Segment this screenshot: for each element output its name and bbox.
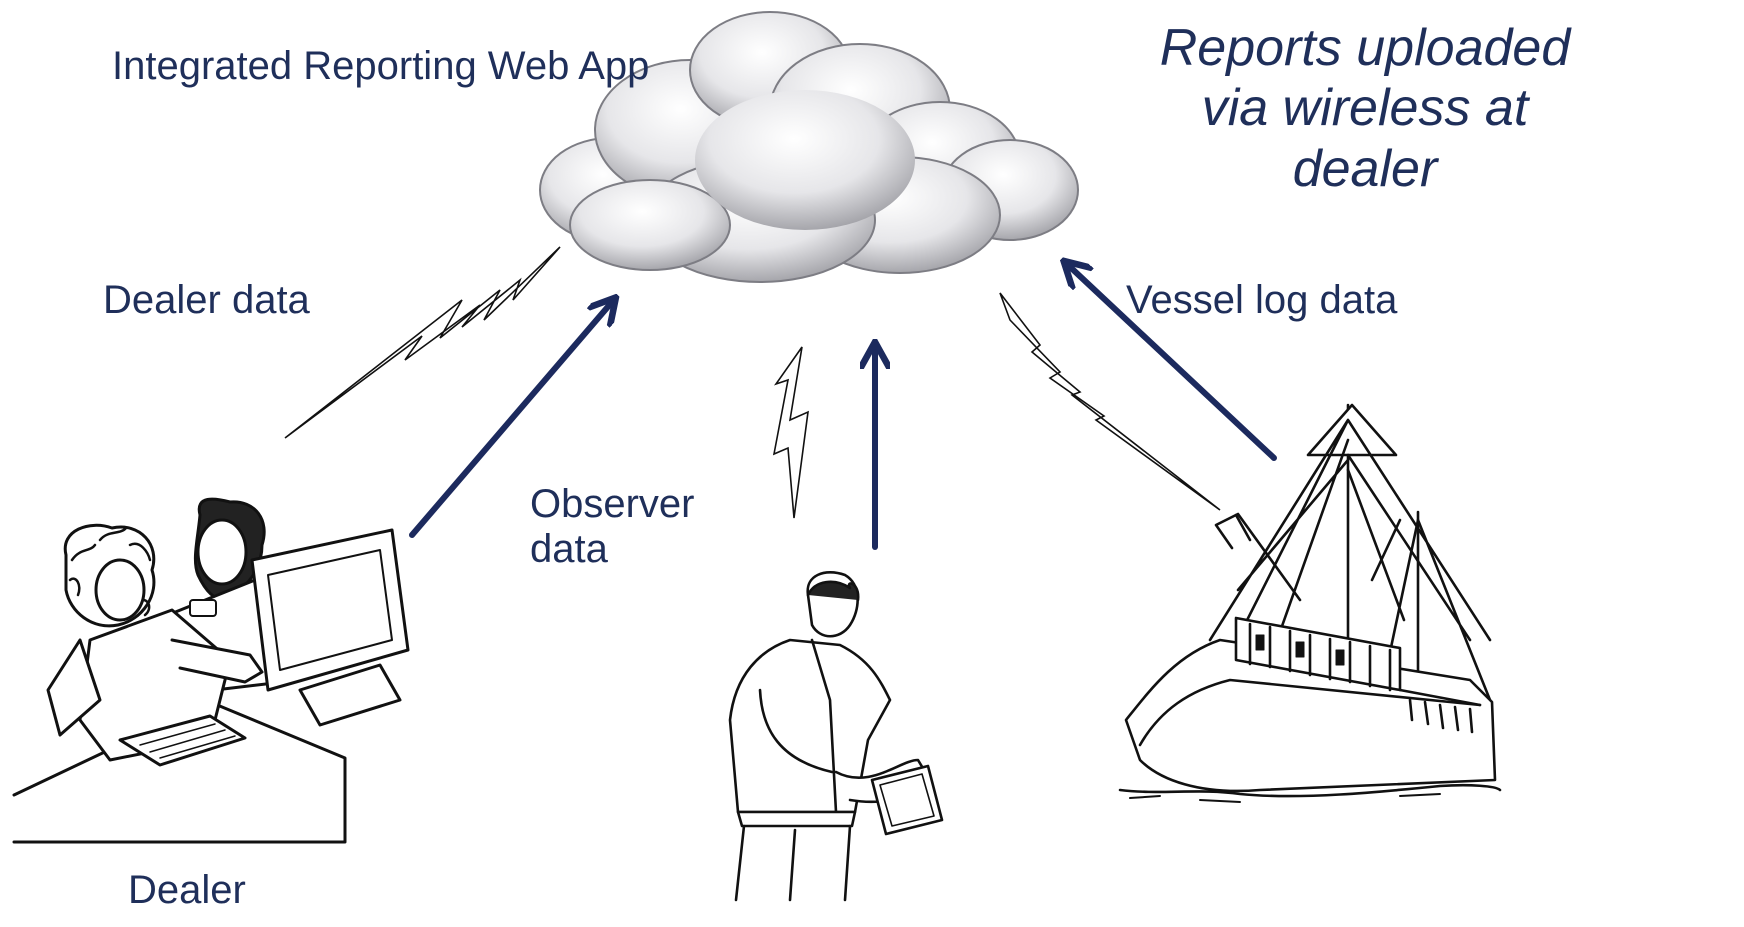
observer-with-tablet-illustration [728, 571, 944, 902]
dealer-data-arrow [409, 302, 612, 538]
observer-data-label: Observer data [530, 482, 695, 571]
web-app-title: Integrated Reporting Web App [112, 44, 650, 88]
dealer-label: Dealer [128, 868, 246, 912]
dealer-workstation-illustration [12, 497, 410, 844]
cloud-icon [539, 11, 1079, 283]
vessel-log-data-label: Vessel log data [1126, 278, 1398, 322]
reports-note-line: via wireless at [1201, 79, 1529, 138]
fishing-vessel-illustration [1118, 403, 1502, 803]
reports-note: Reports uploaded via wireless at dealer [1060, 18, 1670, 199]
reports-note-line: Reports uploaded [1159, 19, 1571, 77]
lightning-bolt-icon [284, 246, 561, 439]
lightning-bolt-icon [999, 292, 1221, 511]
lightning-bolt-icon [772, 346, 809, 519]
dealer-data-label: Dealer data [103, 278, 310, 322]
vessel-data-arrow [1068, 265, 1277, 461]
reports-note-line: dealer [1292, 139, 1438, 198]
